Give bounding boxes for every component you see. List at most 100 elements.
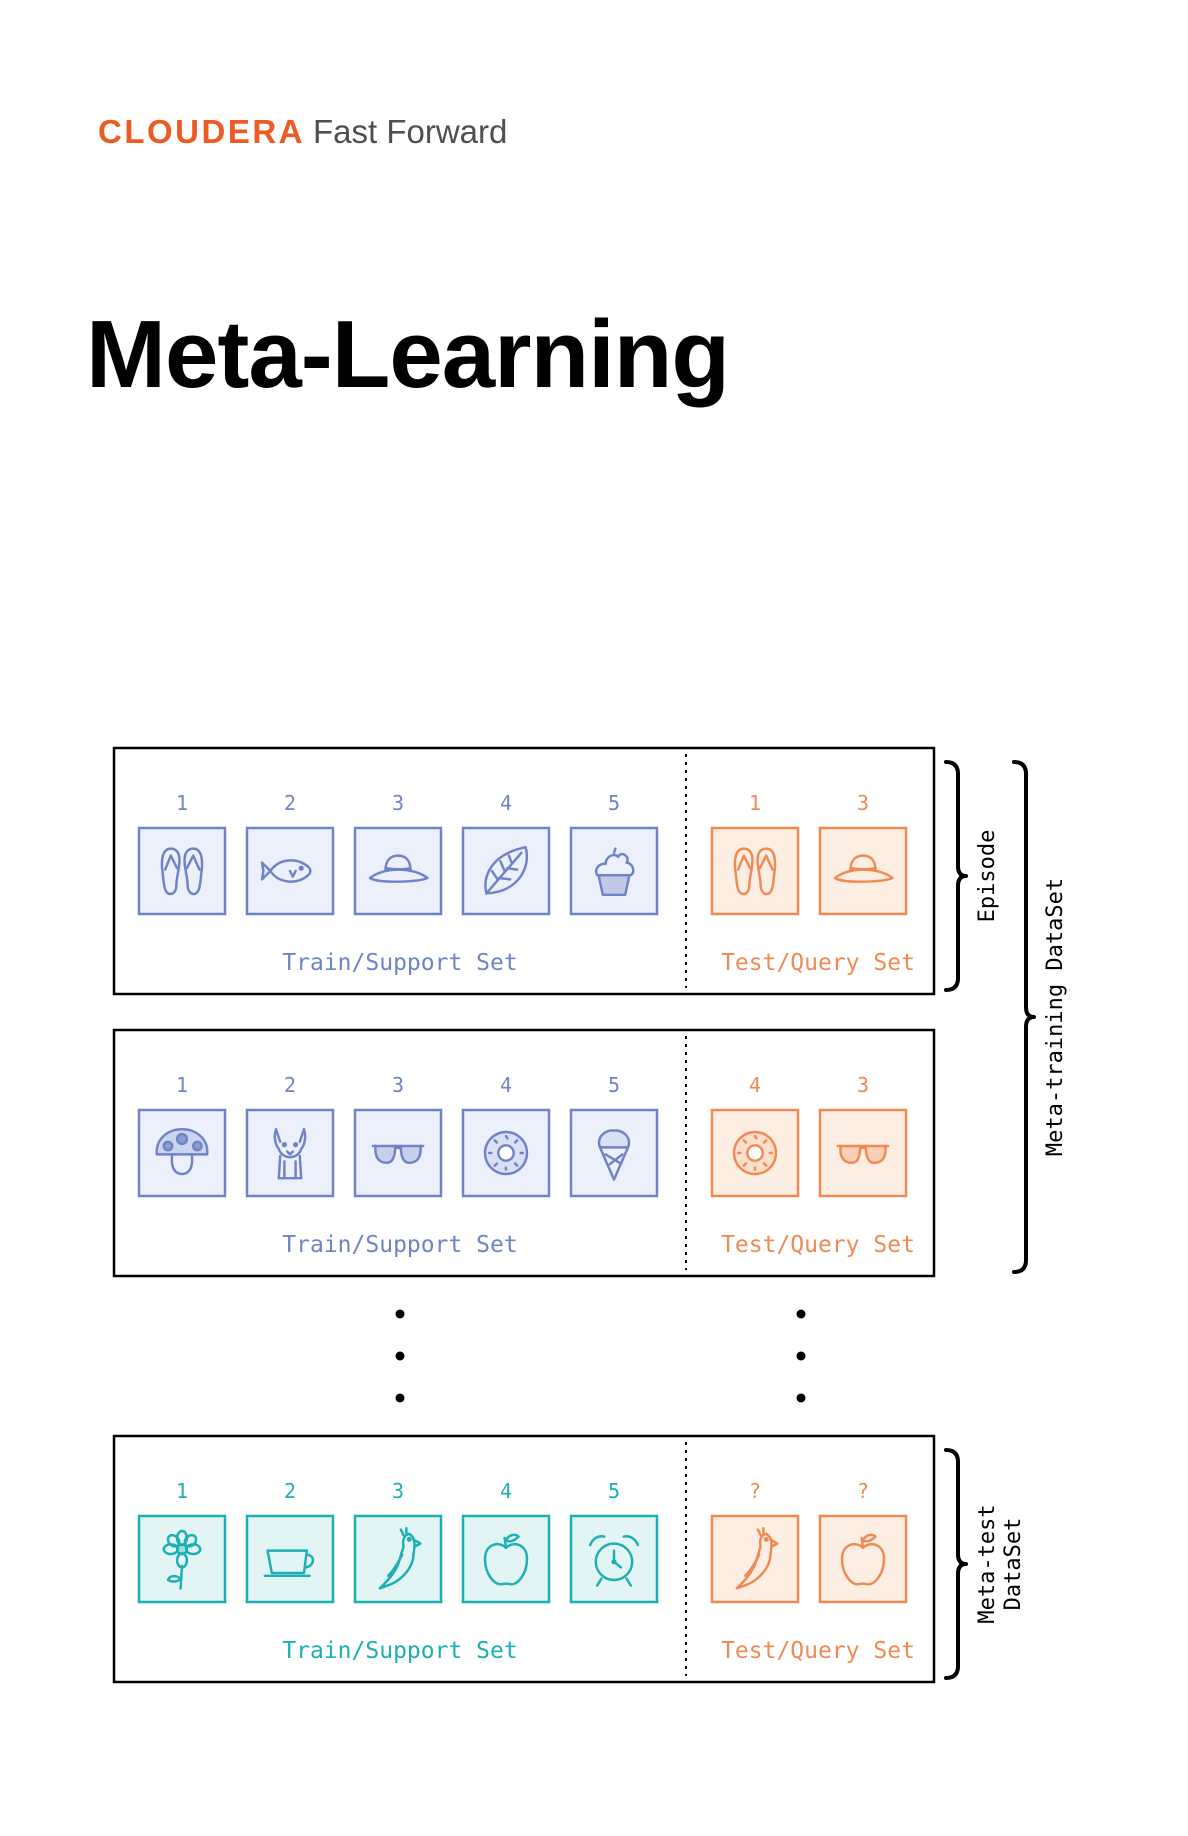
meta-test-label-line1: Meta-test: [975, 1504, 1000, 1623]
apple-icon: [483, 1533, 529, 1586]
train-item-label: 4: [500, 1479, 512, 1503]
meta-training-label: Meta-training DataSet: [1043, 878, 1068, 1156]
continuation-dots: [796, 1309, 806, 1403]
brand-name: CLOUDERA: [98, 113, 305, 150]
parrot-icon: [735, 1526, 779, 1590]
test-item-label: 1: [749, 791, 761, 815]
meta-test-label-line2: DataSet: [1001, 1518, 1026, 1611]
train-item-5: 5: [569, 1479, 659, 1604]
train-item-label: 4: [500, 791, 512, 815]
flower-icon: [162, 1529, 202, 1590]
test-item-1: 4: [710, 1073, 800, 1198]
donut-icon: [732, 1130, 778, 1176]
train-item-label: 3: [392, 1479, 404, 1503]
image-tile: [353, 1514, 443, 1604]
train-item-5: 5: [569, 1073, 659, 1198]
train-item-label: 2: [284, 791, 296, 815]
flip-flops-icon: [733, 847, 777, 896]
meta-training-brace: [1012, 760, 1036, 1274]
train-support-set-label: Train/Support Set: [282, 1232, 517, 1258]
image-tile: [818, 826, 908, 916]
test-query-set-label: Test/Query Set: [721, 1638, 915, 1664]
image-tile: [818, 1108, 908, 1198]
train-item-label: 1: [176, 1073, 188, 1097]
test-item-label: 3: [857, 791, 869, 815]
train-item-label: 4: [500, 1073, 512, 1097]
sun-hat-icon: [368, 854, 429, 883]
train-item-label: 5: [608, 791, 620, 815]
episode-row-3: 1 2 3 4 5?? Train/Support Set Test/Query Set: [112, 1434, 936, 1684]
test-item-2: ?: [818, 1479, 908, 1604]
image-tile: [710, 826, 800, 916]
train-item-label: 2: [284, 1073, 296, 1097]
test-query-set-label: Test/Query Set: [721, 1232, 915, 1258]
test-item-2: 3: [818, 1073, 908, 1198]
continuation-dots: [395, 1309, 405, 1403]
test-item-1: ?: [710, 1479, 800, 1604]
train-item-3: 3: [353, 1479, 443, 1604]
brand-logo: CLOUDERA Fast Forward: [98, 112, 507, 152]
ice-cream-icon: [597, 1129, 631, 1181]
cupcake-icon: [595, 847, 635, 897]
train-item-label: 3: [392, 791, 404, 815]
train-item-1: 1: [137, 791, 227, 916]
image-tile: [710, 1514, 800, 1604]
train-item-4: 4: [461, 1479, 551, 1604]
train-item-4: 4: [461, 1073, 551, 1198]
image-tile: [569, 826, 659, 916]
train-item-5: 5: [569, 791, 659, 916]
image-tile: [137, 1514, 227, 1604]
train-item-label: 1: [176, 1479, 188, 1503]
test-item-label: 3: [857, 1073, 869, 1097]
image-tile: [569, 1108, 659, 1198]
episode-frame: [112, 746, 936, 996]
image-tile: [461, 1514, 551, 1604]
alarm-clock-icon: [588, 1535, 640, 1587]
train-item-1: 1: [137, 1073, 227, 1198]
donut-icon: [483, 1130, 529, 1176]
fish-icon: [260, 859, 312, 883]
page-title: Meta-Learning: [86, 301, 730, 408]
brand-suffix: Fast Forward: [313, 113, 508, 150]
test-item-1: 1: [710, 791, 800, 916]
train-item-label: 2: [284, 1479, 296, 1503]
cup-icon: [263, 1549, 315, 1578]
image-tile: [353, 826, 443, 916]
image-tile: [818, 1514, 908, 1604]
test-item-label: ?: [749, 1479, 761, 1503]
sun-hat-icon: [833, 854, 894, 883]
mushroom-icon: [155, 1127, 209, 1176]
train-item-1: 1: [137, 1479, 227, 1604]
train-item-4: 4: [461, 791, 551, 916]
train-item-2: 2: [245, 791, 335, 916]
dog-icon: [273, 1127, 307, 1180]
parrot-icon: [378, 1526, 422, 1590]
test-item-label: ?: [857, 1479, 869, 1503]
train-item-label: 5: [608, 1073, 620, 1097]
leaf-icon: [484, 845, 529, 895]
episode-label: Episode: [975, 830, 1000, 923]
image-tile: [137, 826, 227, 916]
image-tile: [245, 1514, 335, 1604]
image-tile: [137, 1108, 227, 1198]
test-item-label: 4: [749, 1073, 761, 1097]
episode-frame: [112, 1434, 936, 1684]
train-item-label: 5: [608, 1479, 620, 1503]
flip-flops-icon: [160, 847, 204, 896]
episode-frame: [112, 1028, 936, 1278]
sunglasses-icon: [836, 1144, 890, 1165]
train-item-3: 3: [353, 791, 443, 916]
train-item-2: 2: [245, 1479, 335, 1604]
episode-brace: [944, 760, 968, 992]
meta-test-brace: [944, 1448, 968, 1680]
test-query-set-label: Test/Query Set: [721, 950, 915, 976]
train-item-label: 1: [176, 791, 188, 815]
train-item-label: 3: [392, 1073, 404, 1097]
image-tile: [353, 1108, 443, 1198]
sunglasses-icon: [371, 1144, 425, 1165]
train-support-set-label: Train/Support Set: [282, 950, 517, 976]
train-support-set-label: Train/Support Set: [282, 1638, 517, 1664]
